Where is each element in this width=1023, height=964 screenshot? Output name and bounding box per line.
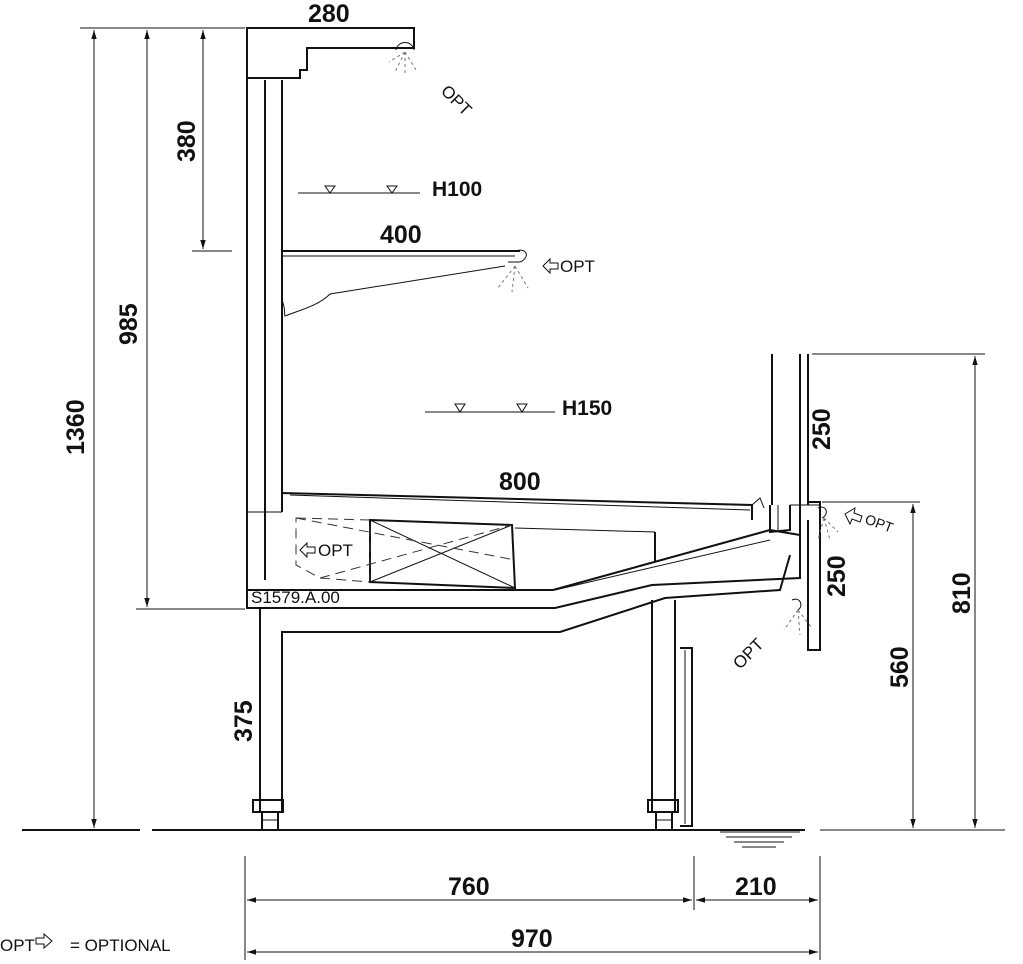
opt-arrow-icon xyxy=(542,257,559,275)
dim-front-height: 810 xyxy=(948,572,976,614)
opt-label-evaporator: OPT xyxy=(318,541,353,560)
opt-arrow-icon xyxy=(844,506,863,526)
floor-symbol-icon xyxy=(720,831,800,848)
dim-deck-width: 800 xyxy=(499,468,541,496)
light-top-icon xyxy=(388,42,417,74)
legend-text: = OPTIONAL xyxy=(70,936,171,955)
opt-arrow-icon xyxy=(299,541,316,559)
dim-depth-body: 760 xyxy=(448,873,490,901)
level-marker-lower xyxy=(425,403,555,413)
dim-line-top-gap xyxy=(192,30,232,252)
light-front-icon xyxy=(817,506,839,541)
level-label-lower: H150 xyxy=(562,397,612,420)
dim-shelf-top-height: 985 xyxy=(115,303,143,345)
legend-key: OPT xyxy=(0,936,35,955)
level-marker-upper xyxy=(298,185,420,194)
dim-line-depth xyxy=(244,856,821,960)
front-glass xyxy=(771,354,821,651)
opt-label-shelf-light: OPT xyxy=(560,257,595,276)
dim-counter-height: 560 xyxy=(886,646,914,688)
dim-depth-total: 970 xyxy=(511,925,553,953)
dim-top-gap: 380 xyxy=(173,120,201,162)
dim-shelf-width: 400 xyxy=(380,221,422,249)
dim-line-shelf-top xyxy=(136,30,245,610)
level-label-upper: H100 xyxy=(432,178,482,201)
opt-label-front-light: OPT xyxy=(863,511,896,536)
legend-arrow-icon xyxy=(35,932,53,950)
opt-label-kick-light: OPT xyxy=(729,635,767,673)
dim-line-front-height xyxy=(812,353,985,828)
dim-base-height: 375 xyxy=(230,700,258,742)
light-shelf-icon xyxy=(497,265,529,293)
dim-total-height: 1360 xyxy=(62,399,90,455)
dim-glass-upper: 250 xyxy=(808,408,836,450)
opt-label-top-light: OPT xyxy=(437,81,475,119)
dim-depth-front: 210 xyxy=(735,873,777,901)
dim-line-total-height xyxy=(80,27,245,828)
dim-top-width: 280 xyxy=(308,0,350,28)
dim-line-counter-height xyxy=(822,501,920,828)
model-code: S1579.A.00 xyxy=(251,588,340,607)
light-kick-icon xyxy=(783,598,813,636)
dim-glass-lower: 250 xyxy=(823,555,851,597)
cabinet-outline xyxy=(246,27,801,831)
